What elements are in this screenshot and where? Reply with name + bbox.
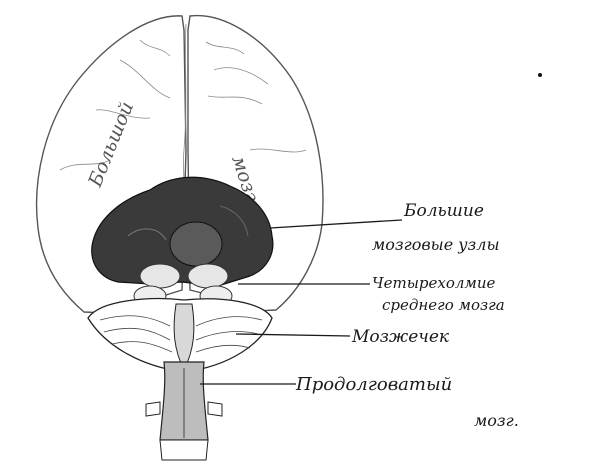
callout-basal-ganglia-line1: Большие [403, 201, 484, 221]
medulla-structure [146, 362, 222, 460]
callout-quadrigemina-line2: среднего мозга [382, 296, 505, 314]
callout-quadrigemina-line1: Четырехолмие [372, 274, 496, 292]
cerebellum-structure [88, 299, 272, 372]
callout-cerebellum: Мозжечек [351, 327, 450, 347]
callout-medulla: Продолговатый мозг. [295, 374, 519, 430]
callout-basal-ganglia-line2: мозговые узлы [372, 235, 499, 254]
callout-basal-ganglia: Большие мозговые узлы [372, 201, 499, 254]
ink-dot [538, 73, 542, 77]
callout-medulla-line2: мозг. [474, 411, 519, 430]
callout-quadrigemina: Четырехолмие среднего мозга [372, 274, 505, 314]
callout-cerebellum-line1: Мозжечек [351, 327, 450, 347]
callout-medulla-line1: Продолговатый [295, 374, 452, 395]
